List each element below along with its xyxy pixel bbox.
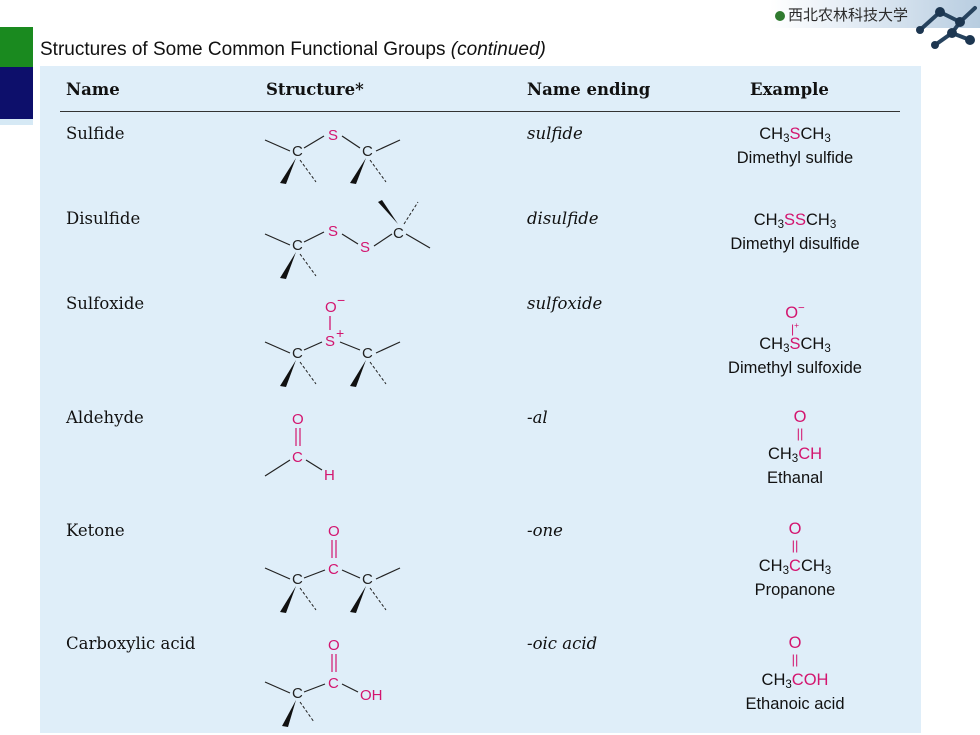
- example-sulfide: CH3SCH3 Dimethyl sulfide: [700, 122, 890, 170]
- example-name: Ethanal: [767, 469, 823, 487]
- example-name: Propanone: [754, 581, 836, 599]
- structure-sulfoxide: O − S + C C: [264, 292, 401, 387]
- svg-text:C: C: [292, 143, 303, 160]
- example-sulfoxide: O− |+ CH3SCH3 Dimethyl sulfoxide: [700, 298, 890, 380]
- svg-text:C: C: [362, 345, 373, 362]
- slide-title-main: Structures of Some Common Functional Gro…: [40, 39, 446, 60]
- svg-text:O: O: [292, 411, 304, 428]
- row-ending-ketone: -one: [527, 521, 563, 540]
- structure-disulfide: C S S C: [264, 200, 431, 279]
- example-name: Dimethyl sulfoxide: [728, 359, 862, 377]
- example-name: Ethanoic acid: [745, 695, 845, 713]
- svg-text:+: +: [336, 325, 344, 341]
- bond-mark: ||: [791, 538, 799, 553]
- formula: CH3SSCH3: [753, 211, 837, 231]
- oxygen-label: O: [793, 408, 807, 426]
- svg-text:S: S: [360, 239, 370, 256]
- row-name-aldehyde: Aldehyde: [66, 408, 144, 427]
- example-disulfide: CH3SSCH3 Dimethyl disulfide: [700, 208, 890, 256]
- formula: CH3SCH3: [759, 125, 831, 145]
- svg-text:C: C: [292, 449, 303, 466]
- svg-text:H: H: [324, 467, 335, 484]
- structure-aldehyde: O C H: [264, 411, 335, 484]
- row-ending-sulfide: sulfide: [527, 124, 583, 143]
- formula: CH3COH: [761, 671, 829, 691]
- svg-text:O: O: [328, 523, 340, 540]
- row-name-sulfoxide: Sulfoxide: [66, 294, 145, 313]
- row-name-sulfide: Sulfide: [66, 124, 125, 143]
- svg-text:C: C: [292, 571, 303, 588]
- svg-text:C: C: [328, 675, 339, 692]
- row-ending-disulfide: disulfide: [527, 209, 599, 228]
- structure-sulfide: C S C: [264, 127, 401, 184]
- bond-mark: |+: [790, 320, 800, 336]
- formula: CH3SCH3: [759, 335, 831, 355]
- navy-accent-block: [0, 67, 33, 119]
- header-structure: Structure*: [266, 80, 364, 99]
- logo-text: 西北农林科技大学: [788, 7, 908, 24]
- svg-text:C: C: [292, 237, 303, 254]
- university-emblem-icon: [775, 11, 785, 21]
- example-name: Dimethyl disulfide: [730, 235, 860, 253]
- header-example: Example: [750, 80, 829, 99]
- svg-text:C: C: [362, 571, 373, 588]
- slide-title-suffix: (continued): [450, 39, 546, 60]
- oxygen-label: O: [788, 520, 802, 538]
- svg-text:S: S: [328, 127, 338, 144]
- bond-mark: ||: [796, 426, 804, 441]
- structure-ketone: O C C C: [264, 523, 401, 613]
- svg-text:S: S: [328, 223, 338, 240]
- row-name-disulfide: Disulfide: [66, 209, 141, 228]
- header-name-ending: Name ending: [527, 80, 651, 99]
- svg-text:C: C: [328, 561, 339, 578]
- slide-title: Structures of Some Common Functional Gro…: [40, 33, 920, 66]
- example-name: Dimethyl sulfide: [736, 149, 854, 167]
- accent-strip: [0, 119, 33, 125]
- row-name-ketone: Ketone: [66, 521, 125, 540]
- green-accent-block: [0, 27, 33, 67]
- university-logo-banner: 西北农林科技大学: [770, 0, 980, 62]
- svg-text:C: C: [292, 685, 303, 702]
- svg-text:C: C: [292, 345, 303, 362]
- formula: CH3CCH3: [758, 557, 832, 577]
- row-name-carboxylic-acid: Carboxylic acid: [66, 634, 196, 653]
- header-divider: [60, 111, 900, 112]
- svg-text:C: C: [362, 143, 373, 160]
- example-aldehyde: O || CH3CH Ethanal: [700, 408, 890, 490]
- example-ketone: O || CH3CCH3 Propanone: [700, 520, 890, 602]
- row-ending-sulfoxide: sulfoxide: [527, 294, 603, 313]
- structure-carboxylic-acid: O C C OH: [264, 637, 383, 727]
- svg-text:S: S: [325, 333, 335, 350]
- svg-text:C: C: [393, 225, 404, 242]
- oxygen-label: O−: [785, 302, 805, 322]
- formula: CH3CH: [767, 445, 823, 465]
- svg-text:O: O: [328, 637, 340, 654]
- oxygen-label: O: [788, 634, 802, 652]
- svg-text:−: −: [337, 292, 345, 308]
- example-carboxylic-acid: O || CH3COH Ethanoic acid: [700, 634, 890, 716]
- header-name: Name: [66, 80, 120, 99]
- table-panel: [40, 66, 921, 733]
- bond-mark: ||: [791, 652, 799, 667]
- row-ending-carboxylic-acid: -oic acid: [527, 634, 598, 653]
- svg-text:O: O: [325, 299, 337, 316]
- row-ending-aldehyde: -al: [527, 408, 548, 427]
- svg-text:OH: OH: [360, 687, 383, 704]
